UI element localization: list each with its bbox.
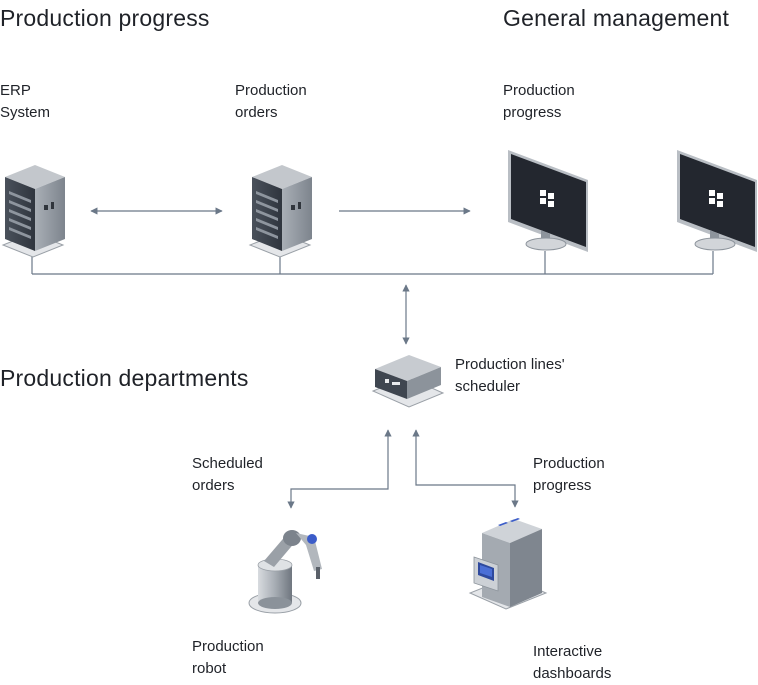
heading-production-departments: Production departments <box>0 365 249 391</box>
label-scheduled-orders: Scheduled orders <box>192 455 263 494</box>
heading-general-management: General management <box>503 5 730 31</box>
monitor-icon <box>677 150 757 252</box>
monitor-icon <box>508 150 588 252</box>
label-production-robot: Production robot <box>192 638 264 677</box>
label-production-orders: Production orders <box>235 82 307 121</box>
label-erp-system: ERP System <box>0 82 51 121</box>
arrow-production-progress <box>412 429 519 508</box>
arrow-scheduled-orders <box>287 429 392 509</box>
label-interactive-dashboards: Interactive dashboards <box>533 643 612 682</box>
bus-connector <box>31 251 714 275</box>
kiosk-terminal-icon <box>468 518 548 610</box>
robot-arm-icon <box>248 530 322 614</box>
scheduler-device-icon <box>371 355 445 408</box>
label-production-progress-monitor: Production progress <box>503 82 575 121</box>
orders-server-icon <box>248 165 312 258</box>
erp-server-icon <box>1 165 65 258</box>
label-production-progress-flow: Production progress <box>533 455 605 494</box>
label-scheduler: Production lines' scheduler <box>455 356 565 395</box>
heading-production-progress: Production progress <box>0 5 210 31</box>
